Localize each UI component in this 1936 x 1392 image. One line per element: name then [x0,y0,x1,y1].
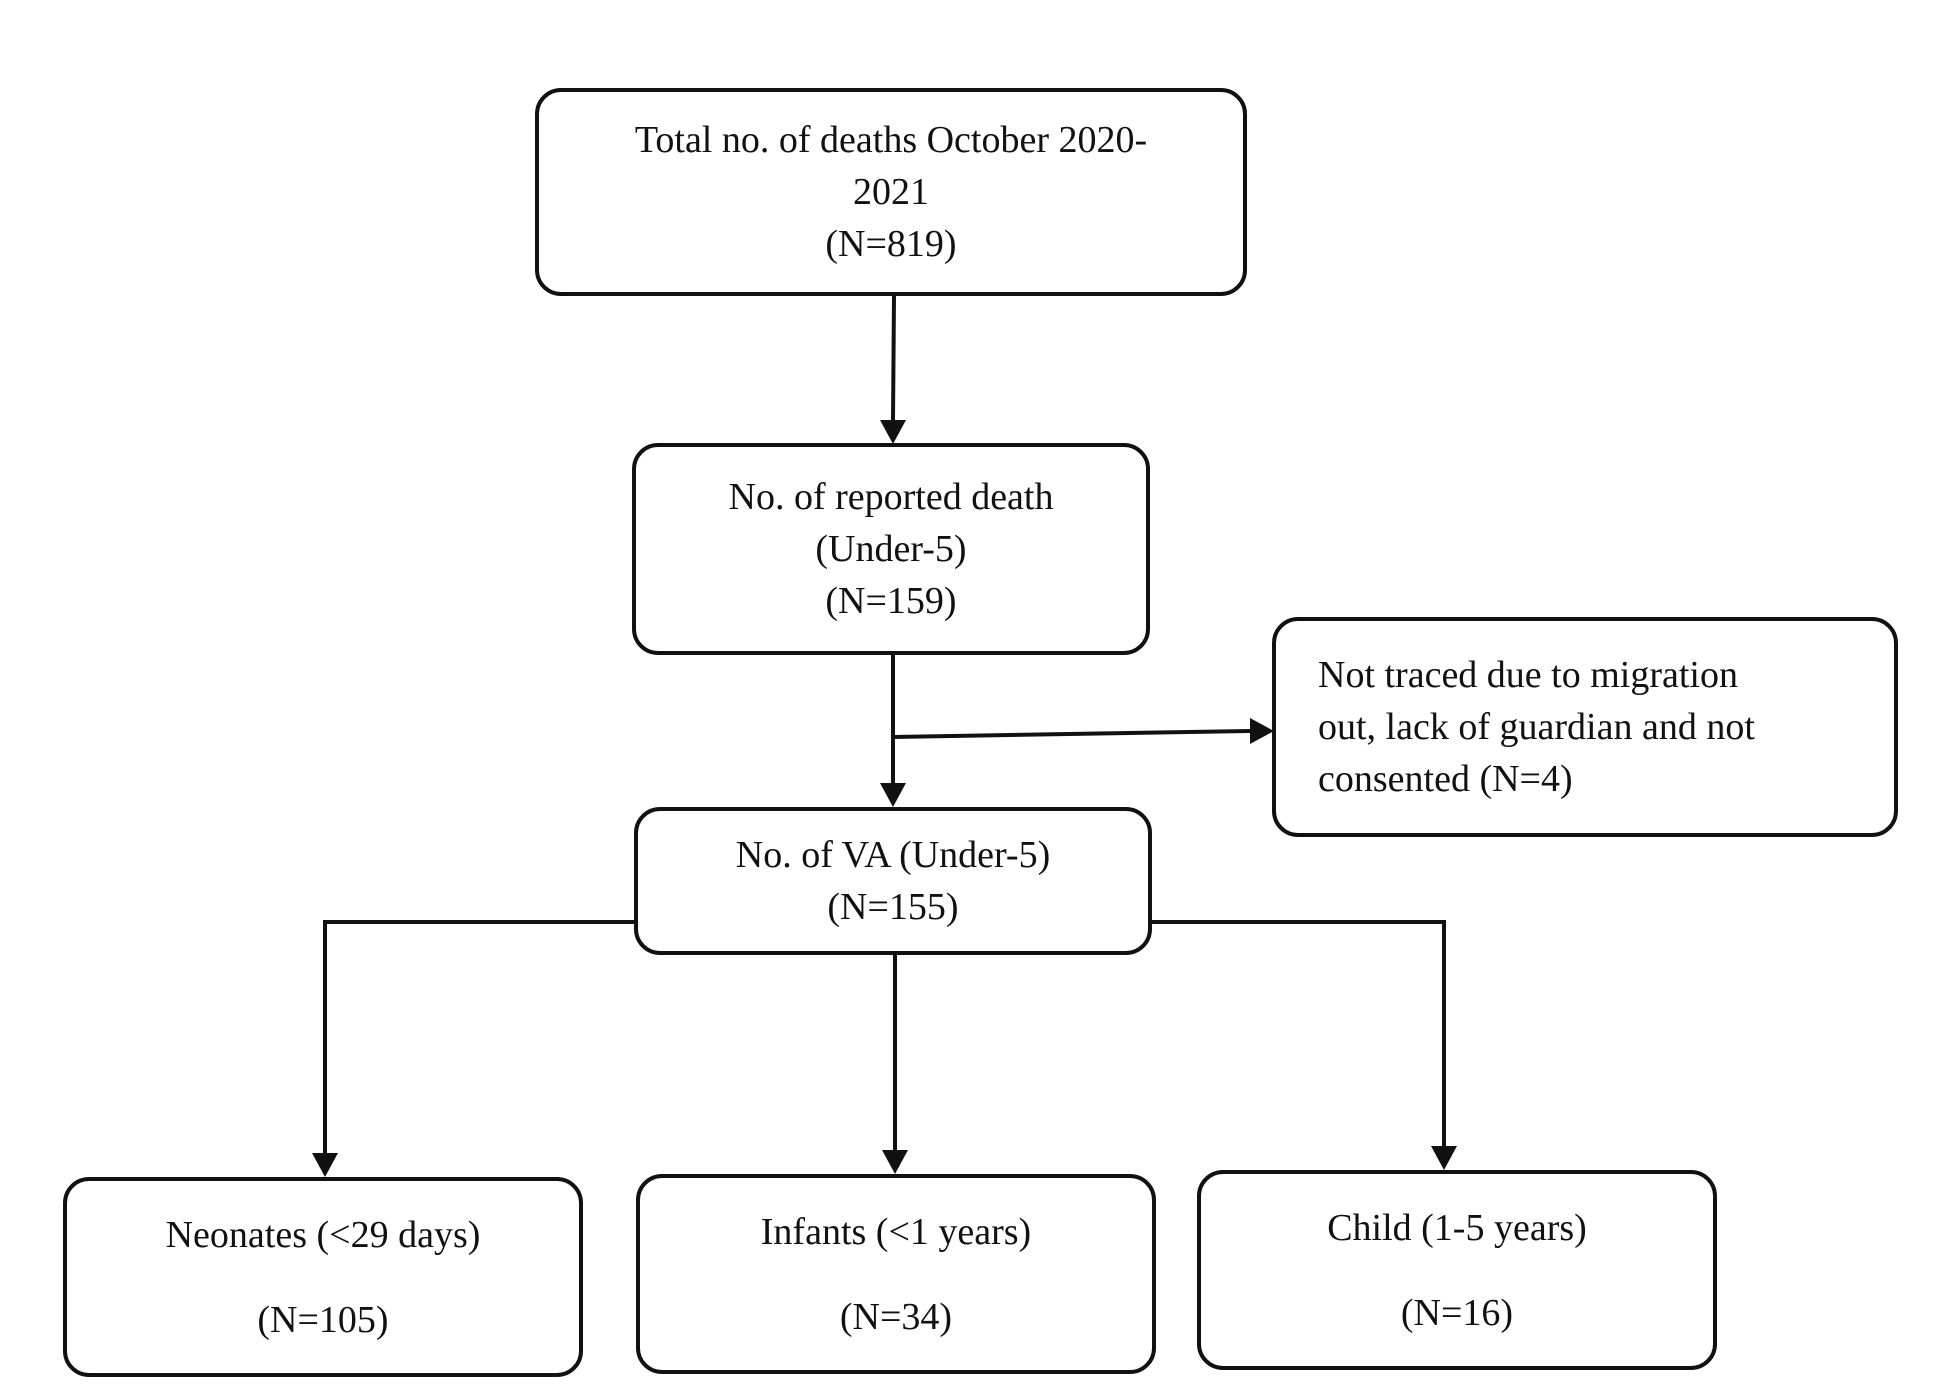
child-box: Child (1-5 years) (N=16) [1197,1170,1717,1370]
excluded-line1: Not traced due to migration [1318,654,1738,696]
arrow-va-to-child [1152,920,1446,1146]
arrowhead-va-to-neonates [312,1153,338,1177]
total-deaths-line1: Total no. of deaths October 2020- [634,119,1148,161]
excluded-box: Not traced due to migration out, lack of… [1272,617,1898,837]
arrowhead-va-to-child [1431,1146,1457,1170]
arrow-va-to-neonates [323,920,634,1153]
neonates-box: Neonates (<29 days) (N=105) [63,1177,583,1377]
child-count: (N=16) [1400,1291,1514,1334]
verbal-autopsy-box: No. of VA (Under-5) (N=155) [634,807,1152,955]
infants-label: Infants (<1 years) [760,1210,1032,1253]
child-label: Child (1-5 years) [1327,1206,1587,1249]
reported-deaths-line2: (Under-5) [815,528,967,570]
reported-deaths-box: No. of reported death (Under-5) (N=159) [632,443,1150,655]
infants-box: Infants (<1 years) (N=34) [636,1174,1156,1374]
verbal-autopsy-count: (N=155) [827,886,959,928]
infants-count: (N=34) [839,1295,953,1338]
excluded-line2: out, lack of guardian and not [1318,706,1755,748]
reported-deaths-line1: No. of reported death [728,476,1054,518]
arrow-to-excluded [892,729,1251,739]
total-deaths-box: Total no. of deaths October 2020- 2021 (… [535,88,1247,296]
neonates-label: Neonates (<29 days) [165,1213,481,1256]
total-deaths-count: (N=819) [825,223,957,265]
neonates-count: (N=105) [257,1298,389,1341]
arrow-total-to-reported [891,295,896,421]
excluded-line3: consented (N=4) [1318,758,1573,800]
total-deaths-line2: 2021 [853,171,929,213]
arrowhead-reported-to-va [880,783,906,807]
arrowhead-total-to-reported [880,420,906,444]
verbal-autopsy-line1: No. of VA (Under-5) [735,834,1051,876]
arrowhead-to-excluded [1250,718,1274,744]
arrowhead-va-to-infants [882,1150,908,1174]
reported-deaths-count: (N=159) [825,580,957,622]
